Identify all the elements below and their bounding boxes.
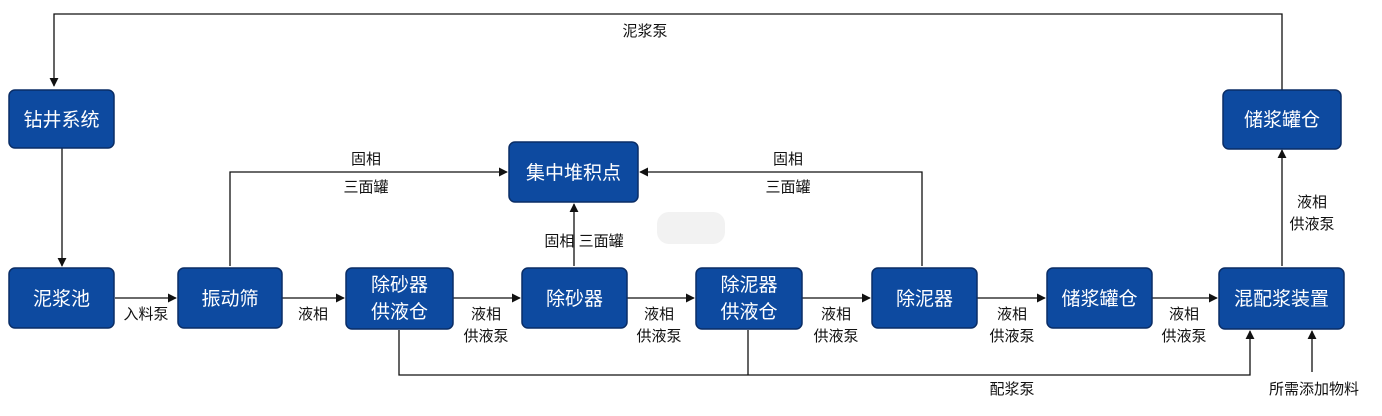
node-desander: 除砂器 <box>521 267 628 329</box>
node-desander-label: 除砂器 <box>546 288 603 310</box>
label-feed-pump: 入料泵 <box>123 306 168 323</box>
label-liquid-phase: 液相 <box>298 306 328 323</box>
node-desilter-tank-line2: 供液仓 <box>720 301 777 323</box>
node-desander-tank-line2: 供液仓 <box>371 301 428 323</box>
node-desander-tank: 除砂器 供液仓 <box>345 267 454 330</box>
node-drilling-label: 钻井系统 <box>23 109 99 131</box>
node-storage-tank-top: 储浆罐仓 <box>1222 89 1342 150</box>
node-desilter-label: 除泥器 <box>896 288 953 310</box>
label-additives: 所需添加物料 <box>1269 381 1359 398</box>
node-storage-mid-label: 储浆罐仓 <box>1061 288 1137 310</box>
node-collection-label: 集中堆积点 <box>526 162 621 184</box>
node-mud-pit-label: 泥浆池 <box>33 288 90 310</box>
label-liquid-pump-b-line1: 液相 <box>644 306 674 323</box>
node-mud-pit: 泥浆池 <box>8 267 115 329</box>
label-liquid-pump-b-line2: 供液泵 <box>636 328 681 345</box>
label-liquid-pump-d-line2: 供液泵 <box>989 328 1034 345</box>
node-desilter: 除泥器 <box>871 267 978 329</box>
node-shaker-label: 振动筛 <box>201 288 258 310</box>
label-solid-left-line1: 固相 <box>351 151 381 168</box>
node-desander-tank-line1: 除砂器 <box>371 274 428 296</box>
faint-artifact <box>657 212 725 244</box>
edge-shaker-to-collection <box>229 167 508 266</box>
node-shaker: 振动筛 <box>177 267 283 329</box>
label-mud-pump-top: 泥浆泵 <box>622 22 667 40</box>
label-liquid-pump-e-line2: 供液泵 <box>1161 328 1206 345</box>
label-liquid-pump-a-line2: 供液泵 <box>463 328 508 345</box>
node-storage-top-label: 储浆罐仓 <box>1244 109 1320 131</box>
label-mixing-pump: 配浆泵 <box>989 380 1034 398</box>
node-collection-point: 集中堆积点 <box>508 141 639 203</box>
edge-return-mud-pump <box>49 13 1283 90</box>
label-solid-left-line2: 三面罐 <box>343 179 388 196</box>
label-liquid-pump-c-line2: 供液泵 <box>813 328 858 345</box>
edge-desilter-to-collection <box>639 167 923 266</box>
label-solid-right-line2: 三面罐 <box>765 179 810 196</box>
node-mixer-label: 混配浆装置 <box>1234 288 1329 310</box>
edge-mixing-pump-line <box>398 330 1255 376</box>
label-solid-right-line1: 固相 <box>773 151 803 168</box>
label-liquid-pump-d-line1: 液相 <box>997 306 1027 323</box>
node-desilter-tank: 除泥器 供液仓 <box>695 267 803 330</box>
label-liquid-pump-c-line1: 液相 <box>821 306 851 323</box>
node-drilling-system: 钻井系统 <box>8 89 115 149</box>
label-solid-center: 固相 三面罐 <box>544 233 623 250</box>
label-liquid-pump-top-line2: 供液泵 <box>1289 216 1334 233</box>
node-storage-tank-mid: 储浆罐仓 <box>1046 267 1153 329</box>
node-mixer: 混配浆装置 <box>1218 267 1345 330</box>
label-liquid-pump-e-line1: 液相 <box>1169 306 1199 323</box>
label-liquid-pump-a-line1: 液相 <box>471 306 501 323</box>
label-liquid-pump-top-line1: 液相 <box>1297 194 1327 211</box>
node-desilter-tank-line1: 除泥器 <box>720 274 777 296</box>
